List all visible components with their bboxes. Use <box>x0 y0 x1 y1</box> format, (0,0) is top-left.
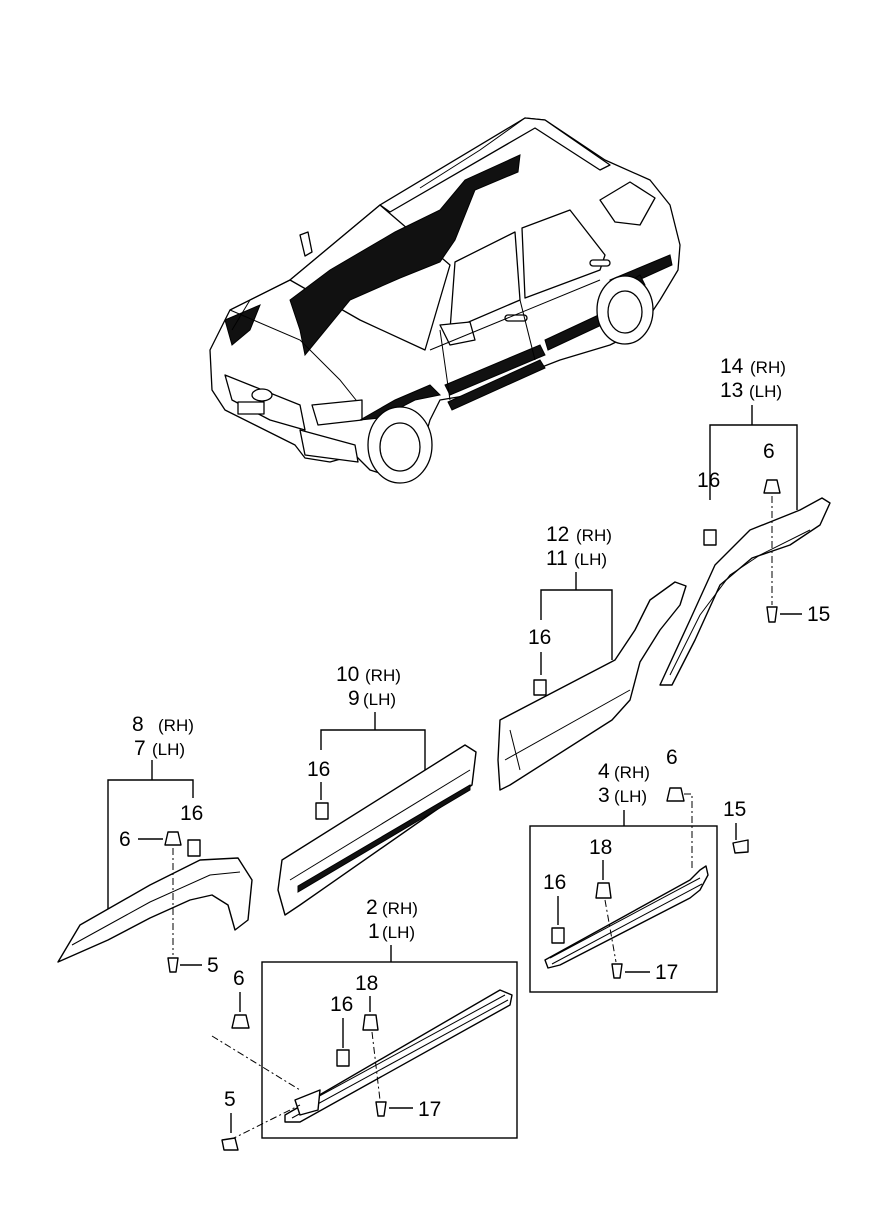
part-number-rh: 12 <box>546 523 569 546</box>
rh-tag: (RH) <box>158 716 194 735</box>
rear-door-molding-group: 12 (RH) 11 (LH) 16 <box>497 523 687 791</box>
front-door-molding-group: 10 (RH) 9 (LH) 16 <box>277 663 477 916</box>
clip-16-icon <box>187 839 201 857</box>
screw-15-icon <box>732 839 749 854</box>
front-sill-molding-group: 2 (RH) 1 (LH) 18 16 17 6 5 <box>211 896 518 1151</box>
part-number-lh: 7 <box>134 737 146 760</box>
rh-tag: (RH) <box>365 666 401 685</box>
callout-18: 18 <box>589 836 612 859</box>
callout-6: 6 <box>233 967 245 990</box>
part-number-rh: 8 <box>132 713 144 736</box>
nut-6-icon <box>164 831 182 846</box>
clip-16-icon <box>551 927 565 944</box>
nut-6-icon <box>763 479 781 494</box>
clip-18-icon <box>595 882 612 899</box>
rh-tag: (RH) <box>750 358 786 377</box>
screw-5-icon <box>167 957 179 973</box>
front-fender-molding <box>57 857 253 963</box>
callout-17: 17 <box>418 1098 441 1121</box>
screw-17-icon <box>375 1101 387 1117</box>
rear-sill-molding-group: 4 (RH) 3 (LH) 6 15 18 16 17 <box>529 746 749 993</box>
clip-16-icon <box>315 802 329 820</box>
clip-16-icon <box>703 529 717 546</box>
callout-16: 16 <box>180 802 203 825</box>
rh-tag: (RH) <box>382 899 418 918</box>
callout-6: 6 <box>763 440 775 463</box>
nut-6-icon <box>666 787 685 802</box>
part-number-lh: 13 <box>720 379 743 402</box>
part-number-rh: 2 <box>366 896 378 919</box>
rear-door-molding <box>497 581 687 791</box>
rh-tag: (RH) <box>576 526 612 545</box>
part-number-lh: 3 <box>598 784 610 807</box>
callout-5: 5 <box>224 1088 236 1111</box>
front-sill-box <box>261 961 518 1139</box>
clip-18-icon <box>362 1014 379 1031</box>
callout-17: 17 <box>655 961 678 984</box>
callout-16: 16 <box>330 993 353 1016</box>
lh-tag: (LH) <box>363 690 396 709</box>
callout-16: 16 <box>528 626 551 649</box>
part-number-lh: 9 <box>348 687 360 710</box>
part-number-lh: 1 <box>368 920 380 943</box>
callout-5: 5 <box>207 954 219 977</box>
part-number-rh: 14 <box>720 355 744 378</box>
lh-tag: (LH) <box>574 550 607 569</box>
part-number-rh: 10 <box>336 663 359 686</box>
screw-17-icon <box>611 963 623 979</box>
callout-15: 15 <box>807 603 830 626</box>
rear-fender-molding <box>659 497 831 686</box>
part-number-rh: 4 <box>598 760 610 783</box>
rear-fender-molding-group: 14 (RH) 13 (LH) 16 6 15 <box>659 355 831 686</box>
clip-16-icon <box>533 679 547 696</box>
callout-15: 15 <box>723 798 746 821</box>
vehicle-illustration <box>209 117 681 484</box>
lh-tag: (LH) <box>382 923 415 942</box>
callout-6: 6 <box>666 746 678 769</box>
callout-16: 16 <box>543 871 566 894</box>
lh-tag: (LH) <box>749 382 782 401</box>
front-fender-molding-group: 8 (RH) 7 (LH) 16 6 5 <box>57 713 253 977</box>
part-number-lh: 11 <box>546 547 568 570</box>
callout-18: 18 <box>355 972 378 995</box>
screw-15-icon <box>766 606 778 623</box>
front-sill-molding <box>284 989 513 1123</box>
lh-tag: (LH) <box>614 787 647 806</box>
lh-tag: (LH) <box>152 740 185 759</box>
callout-16: 16 <box>697 469 720 492</box>
nut-6-icon <box>231 1014 250 1029</box>
clip-16-icon <box>336 1049 350 1067</box>
screw-5-icon <box>221 1137 239 1151</box>
callout-6: 6 <box>119 828 131 851</box>
callout-16: 16 <box>307 758 330 781</box>
rh-tag: (RH) <box>614 763 650 782</box>
rear-sill-box <box>529 825 718 993</box>
